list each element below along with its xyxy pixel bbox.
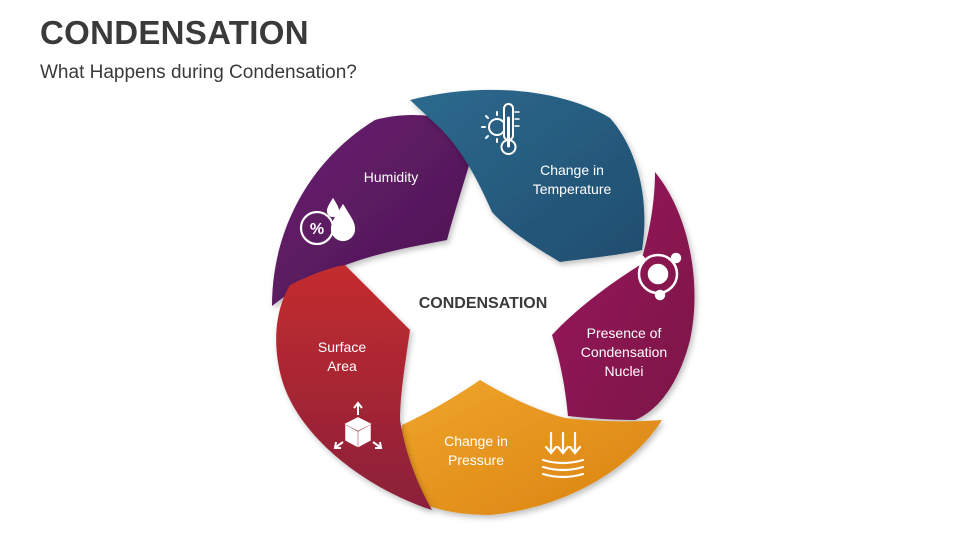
surface-line-1: Surface xyxy=(318,339,366,355)
segment-pressure xyxy=(401,380,662,515)
temperature-line-2: Temperature xyxy=(533,181,612,197)
pressure-line-2: Pressure xyxy=(448,452,504,468)
nuclei-line-3: Nuclei xyxy=(605,363,644,379)
nuclei-line-2: Condensation xyxy=(581,344,667,360)
pressure-line-1: Change in xyxy=(444,433,508,449)
label-pressure: Change in Pressure xyxy=(444,433,508,468)
expanding-box-icon xyxy=(333,401,383,449)
slide-subtitle: What Happens during Condensation? xyxy=(40,62,357,83)
humidity-line-1: Humidity xyxy=(364,169,418,185)
thermometer-sun-icon xyxy=(481,103,520,155)
label-nuclei: Presence of Condensation Nuclei xyxy=(581,325,667,379)
nuclei-line-1: Presence of xyxy=(587,325,662,341)
segment-surface-area xyxy=(276,265,432,510)
center-label: CONDENSATION xyxy=(419,295,548,312)
segment-temperature xyxy=(410,89,645,262)
nucleus-orbit-icon xyxy=(634,252,682,301)
label-surface-area: Surface Area xyxy=(318,339,366,374)
segment-humidity xyxy=(272,115,478,306)
label-temperature: Change in Temperature xyxy=(533,162,612,197)
temperature-line-1: Change in xyxy=(540,162,604,178)
surface-line-2: Area xyxy=(327,358,357,374)
label-humidity: Humidity xyxy=(364,169,418,185)
pressure-arrows-icon xyxy=(541,431,585,479)
svg-text:%: % xyxy=(310,221,324,238)
slide-title: CONDENSATION xyxy=(40,14,309,51)
humidity-percent-drop-icon: % xyxy=(299,197,356,246)
segment-nuclei xyxy=(552,172,695,420)
